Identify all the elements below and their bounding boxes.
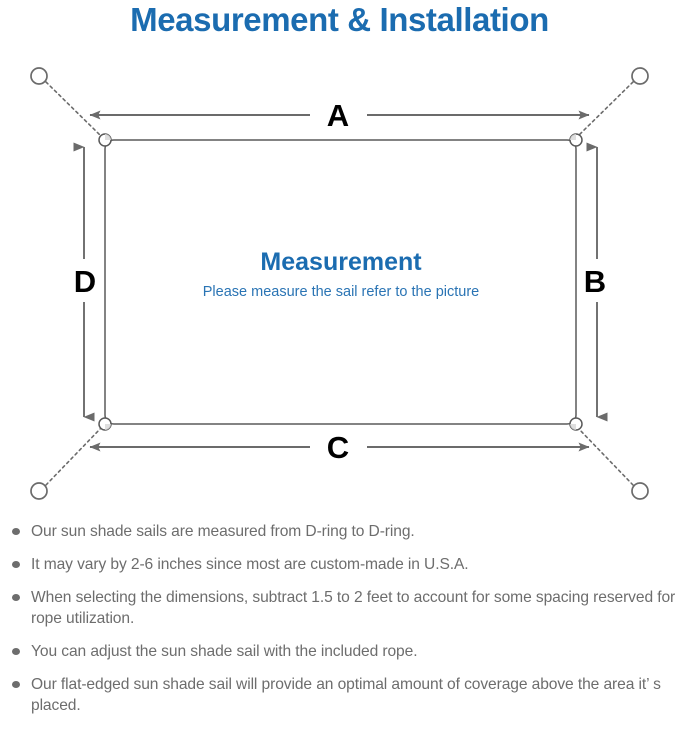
- list-item: Our sun shade sails are measured from D-…: [0, 521, 679, 542]
- list-item: It may vary by 2-6 inches since most are…: [0, 554, 679, 575]
- bullet-icon: [12, 561, 20, 568]
- note-text: You can adjust the sun shade sail with t…: [31, 643, 418, 660]
- tether-rope-top-left: [45, 81, 102, 137]
- d-ring-fill-top-right: [570, 134, 576, 140]
- note-text: Our sun shade sails are measured from D-…: [31, 523, 415, 540]
- notes-list: Our sun shade sails are measured from D-…: [0, 521, 679, 728]
- list-item: When selecting the dimensions, subtract …: [0, 587, 679, 629]
- list-item: You can adjust the sun shade sail with t…: [0, 641, 679, 662]
- anchor-rings: [30, 67, 649, 500]
- dimension-label-a: A: [327, 98, 349, 133]
- bullet-icon: [12, 648, 20, 655]
- anchor-ring-bottom-right: [631, 482, 649, 500]
- diagram-center-subtitle: Please measure the sail refer to the pic…: [203, 284, 479, 300]
- dimension-label-b: B: [584, 264, 606, 299]
- tether-rope-top-right: [577, 81, 634, 137]
- measurement-diagram: A B C D Measurement Please measure the s…: [0, 44, 679, 514]
- tether-rope-bottom-right: [577, 427, 634, 486]
- anchor-ring-bottom-left: [30, 482, 48, 500]
- dimension-label-c: C: [327, 430, 349, 465]
- d-ring-fill-bottom-right: [570, 424, 576, 430]
- bullet-icon: [12, 528, 20, 535]
- d-ring-fills: [105, 134, 576, 430]
- tether-rope-bottom-left: [45, 427, 102, 486]
- shade-sail-body: [104, 139, 577, 425]
- anchor-ring-top-right: [631, 67, 649, 85]
- dimension-label-d: D: [74, 264, 96, 299]
- bullet-icon: [12, 594, 20, 601]
- anchor-ring-top-left: [30, 67, 48, 85]
- list-item: Our flat-edged sun shade sail will provi…: [0, 674, 679, 716]
- diagram-center-title: Measurement: [260, 248, 422, 276]
- page-title: Measurement & Installation: [130, 1, 549, 38]
- tether-ropes: [45, 81, 634, 486]
- d-ring-fill-top-left: [105, 134, 111, 140]
- d-ring-fill-bottom-left: [105, 424, 111, 430]
- note-text: When selecting the dimensions, subtract …: [31, 589, 676, 627]
- note-text: It may vary by 2-6 inches since most are…: [31, 556, 469, 573]
- bullet-icon: [12, 681, 20, 688]
- note-text: Our flat-edged sun shade sail will provi…: [31, 676, 661, 714]
